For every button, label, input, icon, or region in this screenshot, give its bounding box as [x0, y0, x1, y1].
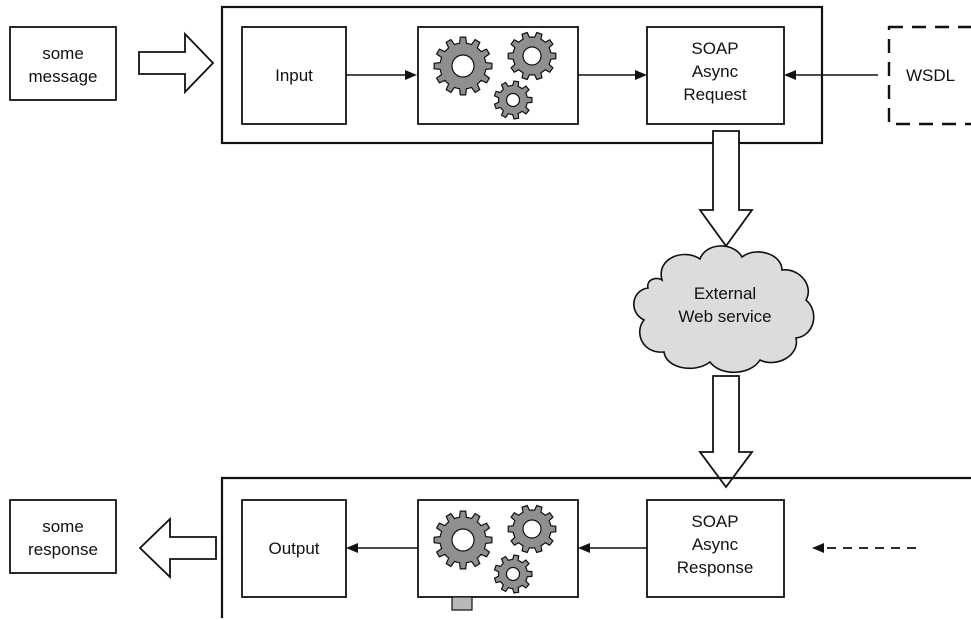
some-response-line-2: response [28, 540, 98, 559]
gear-hub [522, 519, 542, 539]
large-gear-icon [433, 36, 493, 96]
some-message-line-1: some [42, 44, 84, 63]
external-web-service-cloud: External Web service [633, 245, 815, 373]
request-line-2: Async [692, 62, 739, 81]
request-processor-box [417, 26, 579, 125]
some-response-box: some response [9, 499, 117, 574]
some-message-box: some message [9, 26, 117, 101]
gear-hub [522, 46, 542, 66]
output-box: Output [241, 499, 347, 598]
soap-async-response-box: SOAP Async Response [646, 499, 785, 598]
response-line-1: SOAP [691, 512, 738, 531]
response-flow-frame [220, 476, 971, 618]
processor-to-output-arrow [346, 543, 418, 553]
request-line-1: SOAP [691, 39, 738, 58]
medium-gear-icon [507, 504, 557, 554]
processor-to-request-arrow [578, 70, 647, 80]
response-processor-box [417, 499, 579, 611]
input-label: Input [275, 66, 313, 85]
small-gear-icon [493, 80, 533, 120]
gear-hub [505, 92, 521, 108]
response-line-3: Response [677, 558, 754, 577]
message-in-arrow [138, 31, 215, 95]
request-down-arrow [698, 130, 754, 248]
cloud-line-2: Web service [678, 307, 771, 326]
wsdl-to-request-arrow [784, 70, 878, 80]
gear-hub [505, 566, 521, 582]
response-line-2: Async [692, 535, 739, 554]
wsdl-label: WSDL [906, 66, 955, 85]
request-line-3: Request [683, 85, 747, 104]
callback-dashed-arrow [812, 543, 916, 553]
some-response-line-1: some [42, 517, 84, 536]
processor-tab [451, 596, 473, 611]
response-down-arrow [698, 375, 754, 489]
response-out-arrow [138, 516, 217, 580]
some-message-line-2: message [29, 67, 98, 86]
soap-async-request-box: SOAP Async Request [646, 26, 785, 125]
output-label: Output [268, 539, 319, 558]
cloud-line-1: External [694, 284, 756, 303]
large-gear-icon [433, 510, 493, 570]
response-to-processor-arrow [578, 543, 647, 553]
input-box: Input [241, 26, 347, 125]
small-gear-icon [493, 554, 533, 594]
gear-hub [451, 528, 475, 552]
gear-hub [451, 54, 475, 78]
input-to-processor-arrow [346, 70, 417, 80]
wsdl-box: WSDL [887, 25, 971, 126]
medium-gear-icon [507, 31, 557, 81]
